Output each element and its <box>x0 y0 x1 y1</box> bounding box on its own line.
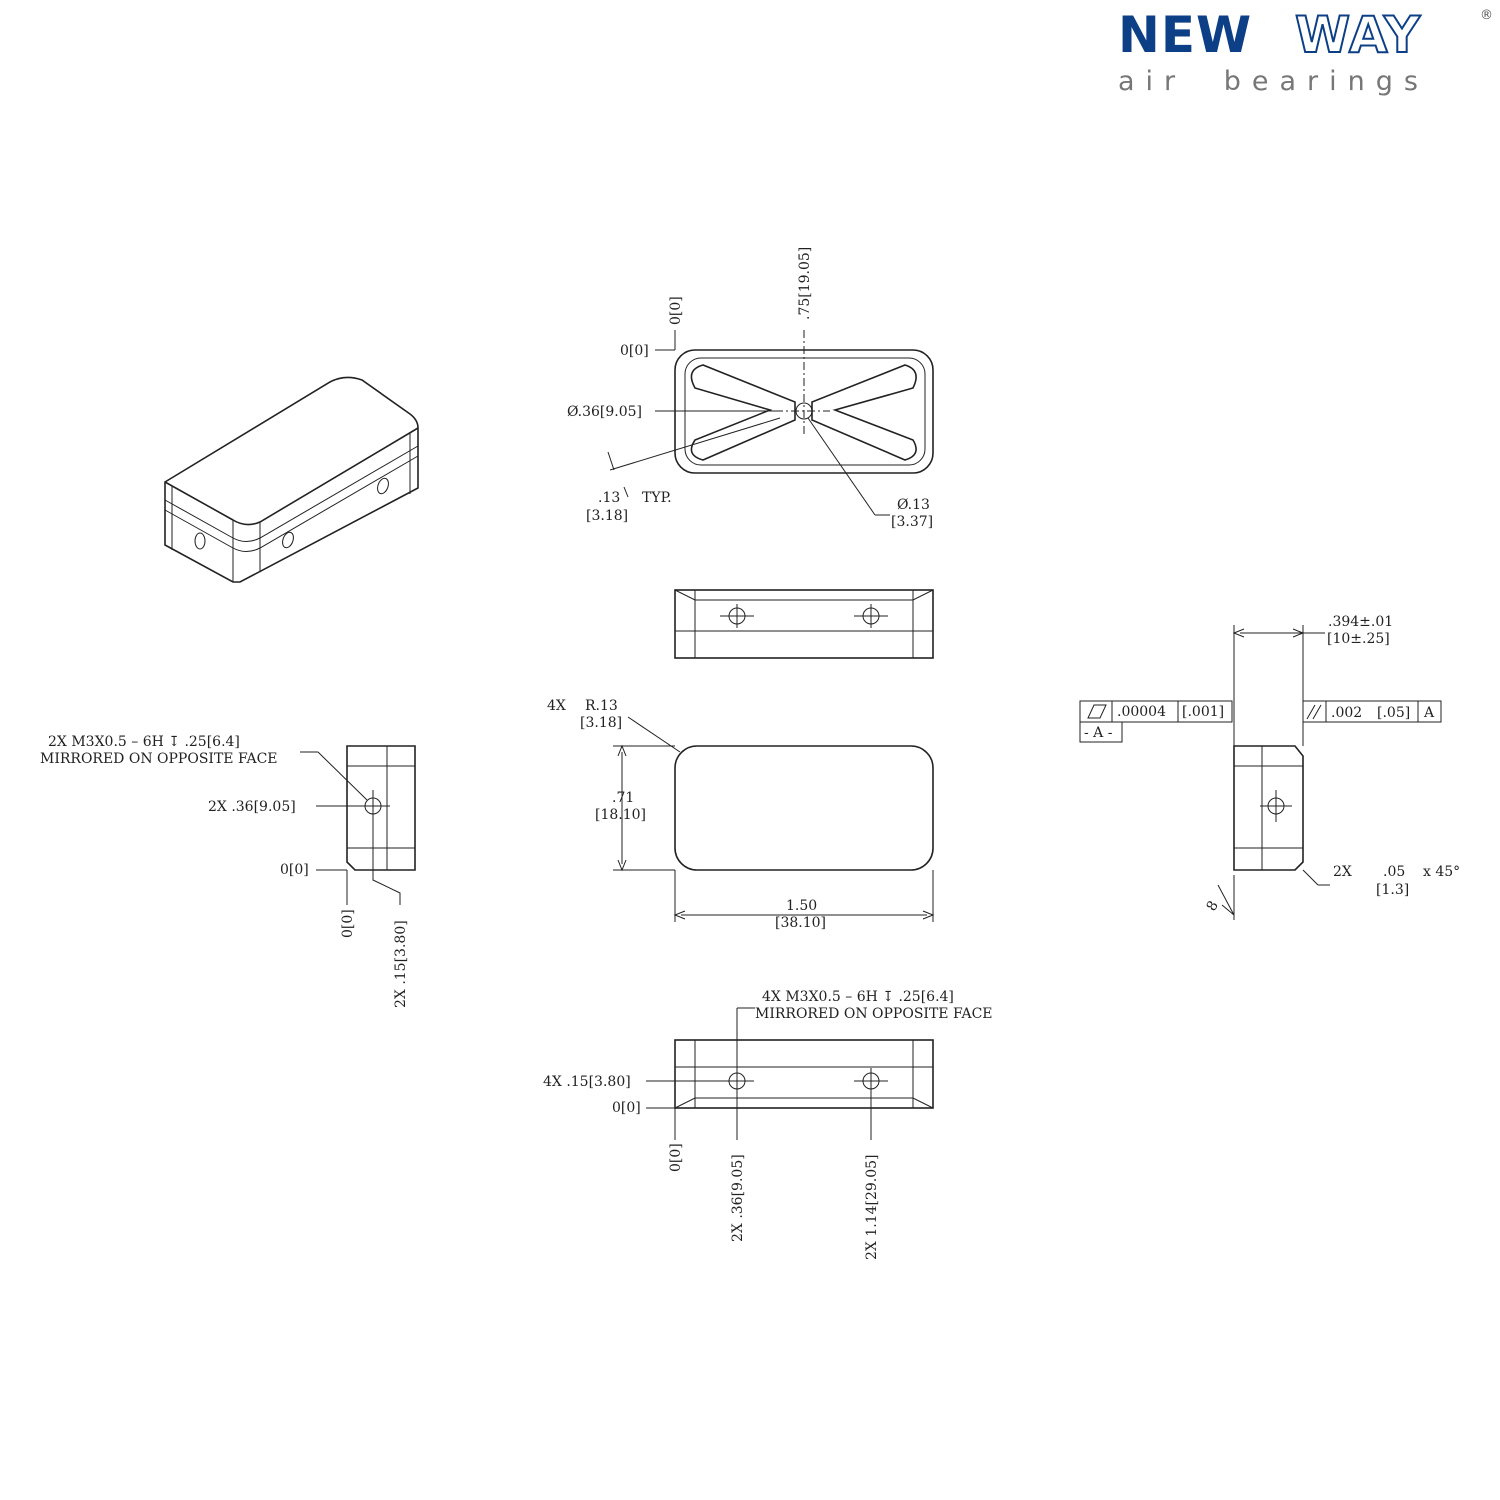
registered-mark: ® <box>1480 8 1493 23</box>
left-thread-note-line1: 2X M3X0.5 – 6H ↧ .25[6.4] <box>48 734 240 750</box>
bottom-origin-x-label: 0[0] <box>668 1143 684 1172</box>
right-thickness-mm-label: [10±.25] <box>1327 631 1390 647</box>
chamfer-mm-label: [1.3] <box>1376 882 1409 898</box>
front-width-label: 1.50 <box>786 898 817 914</box>
bottom-thread-note-line2: MIRRORED ON OPPOSITE FACE <box>755 1006 993 1022</box>
top-hole-diameter-label: Ø.36[9.05] <box>567 404 642 420</box>
front-radius-label: R.13 <box>585 698 618 714</box>
bottom-hole-pos1-label: 2X .36[9.05] <box>730 1154 746 1242</box>
top-center-hole-mm-label: [3.37] <box>891 514 933 530</box>
front-radius-mm-label: [3.18] <box>580 715 622 731</box>
chamfer-qty-label: 2X <box>1333 864 1352 880</box>
parallel-value-label: .002 <box>1331 705 1362 721</box>
isometric-view <box>164 376 419 583</box>
bottom-thread-note-line1: 4X M3X0.5 – 6H ↧ .25[6.4] <box>762 989 954 1005</box>
bottom-hole-height-label: 4X .15[3.80] <box>543 1074 631 1090</box>
flatness-value-label: .00004 <box>1117 704 1166 720</box>
logo-wordmark-way: WAY <box>1294 5 1422 65</box>
chamfer-angle-label: x 45° <box>1423 864 1460 880</box>
flatness-value-mm-label: [.001] <box>1182 704 1224 720</box>
logo-tagline: air bearings <box>1118 66 1429 97</box>
parallel-value-mm-label: [.05] <box>1377 705 1410 721</box>
left-origin-y-label: 0[0] <box>280 862 309 878</box>
right-thickness-label: .394±.01 <box>1328 614 1393 630</box>
left-view <box>300 745 416 905</box>
bottom-view <box>646 1007 934 1140</box>
logo-wordmark-new: NEW <box>1118 6 1253 64</box>
surface-finish-label: 8 <box>1204 898 1222 914</box>
top-origin-y-label: 0[0] <box>620 343 649 359</box>
top-groove-typ-label: TYP. <box>642 490 672 506</box>
datum-a-label: - A - <box>1084 725 1113 741</box>
left-hole-offset-label: 2X .15[3.80] <box>393 920 409 1008</box>
left-thread-note-line2: MIRRORED ON OPPOSITE FACE <box>40 751 278 767</box>
top-view <box>607 330 934 516</box>
bottom-hole-pos2-label: 2X 1.14[29.05] <box>864 1155 880 1261</box>
top-center-hole-label: Ø.13 <box>897 497 930 513</box>
front-height-mm-label: [18.10] <box>595 807 646 823</box>
front-width-mm-label: [38.10] <box>775 915 826 931</box>
side-strip-view <box>674 589 934 659</box>
brand-logo: NEW WAY ® air bearings <box>1110 5 1495 101</box>
top-center-x-label: .75[19.05] <box>797 247 813 320</box>
front-view <box>613 716 935 922</box>
front-height-label: .71 <box>612 790 634 806</box>
chamfer-label: .05 <box>1383 864 1405 880</box>
front-radius-qty-label: 4X <box>547 698 566 714</box>
left-hole-position-label: 2X .36[9.05] <box>208 799 296 815</box>
bottom-origin-y-label: 0[0] <box>612 1100 641 1116</box>
left-origin-x-label: 0[0] <box>340 909 356 938</box>
top-groove-width-mm-label: [3.18] <box>586 508 628 524</box>
top-groove-width-label: .13 <box>598 490 620 506</box>
top-origin-x-label: 0[0] <box>668 296 684 325</box>
right-side-view <box>1079 625 1442 920</box>
parallel-datum-label: A <box>1423 705 1435 721</box>
